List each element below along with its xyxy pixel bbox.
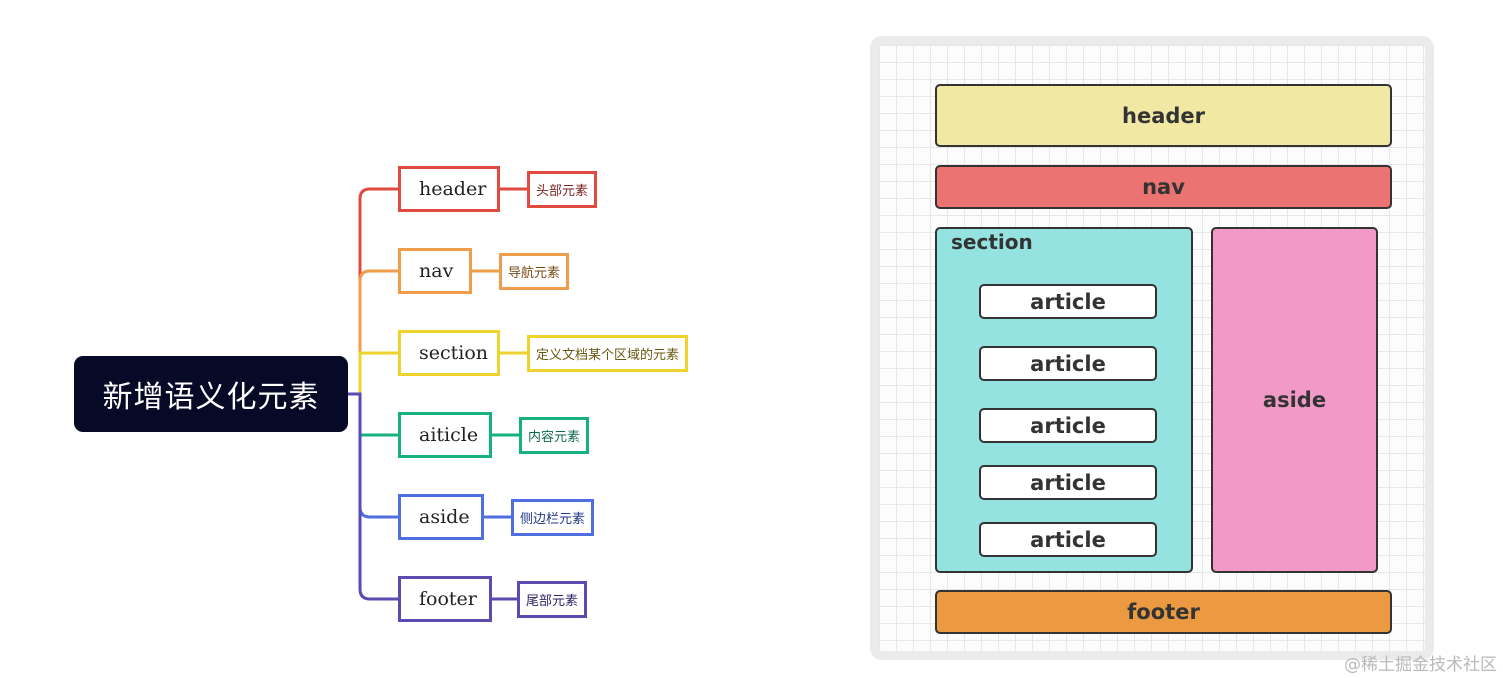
- layout-footer-block: footer: [935, 590, 1392, 634]
- branch-footer: footer: [398, 576, 492, 622]
- branch-connector: [348, 351, 398, 396]
- branch-nav-desc: 导航元素: [499, 253, 570, 290]
- mind-map-connectors: [348, 187, 527, 601]
- branch-header: header: [398, 166, 500, 212]
- mind-map: 新增语义化元素 header 头部元素 nav 导航元素 section 定义文…: [0, 0, 720, 678]
- mind-map-root: 新增语义化元素: [74, 356, 348, 432]
- branch-aside-desc: 侧边栏元素: [511, 499, 595, 536]
- layout-article-block: article: [979, 284, 1157, 319]
- branch-aside: aside: [398, 494, 484, 540]
- layout-aside-block: aside: [1211, 227, 1378, 573]
- watermark: @稀土掘金技术社区: [1344, 655, 1497, 675]
- branch-section: section: [398, 330, 500, 376]
- branch-aiticle: aiticle: [398, 412, 492, 458]
- layout-nav-block: nav: [935, 165, 1392, 209]
- layout-section-label: section: [951, 230, 1033, 254]
- layout-article-block: article: [979, 346, 1157, 381]
- branch-connector: [348, 187, 398, 396]
- branch-section-desc: 定义文档某个区域的元素: [527, 335, 689, 372]
- branch-aiticle-desc: 内容元素: [519, 417, 590, 454]
- branch-connector: [348, 392, 398, 519]
- layout-article-block: article: [979, 408, 1157, 443]
- layout-article-block: article: [979, 465, 1157, 500]
- layout-header-block: header: [935, 84, 1392, 147]
- branch-connector: [348, 392, 398, 601]
- branch-nav: nav: [398, 248, 472, 294]
- branch-footer-desc: 尾部元素: [517, 581, 588, 618]
- branch-connector: [348, 269, 398, 396]
- layout-article-block: article: [979, 522, 1157, 557]
- branch-connector: [348, 392, 398, 437]
- branch-header-desc: 头部元素: [527, 171, 598, 208]
